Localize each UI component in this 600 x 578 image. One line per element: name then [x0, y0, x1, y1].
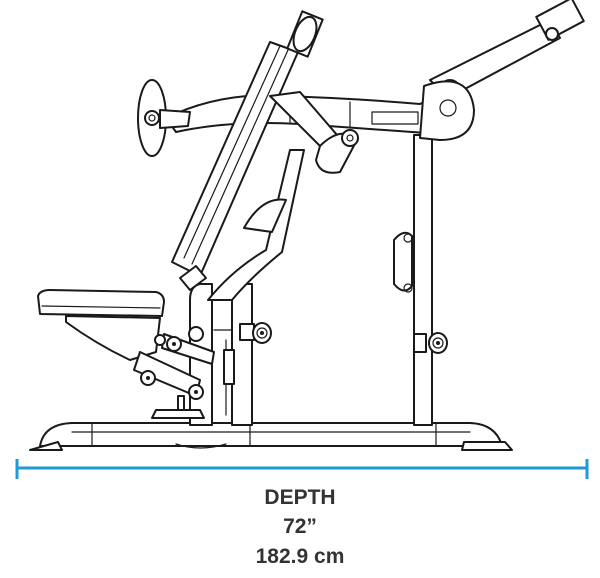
front-weight-horn — [239, 322, 272, 344]
press-column — [171, 10, 324, 291]
dimension-metric-value: 182.9 cm — [255, 545, 345, 568]
rear-weight-horn — [413, 332, 448, 354]
dimension-label: DEPTH — [264, 486, 336, 509]
machine-side-view-drawing — [29, 0, 585, 451]
base-frame — [29, 422, 513, 451]
rear-upright — [393, 134, 433, 426]
press-handles — [269, 91, 359, 174]
pivot-housing — [419, 80, 475, 141]
weight-plate-guard — [243, 198, 287, 233]
seat-linkage — [133, 326, 215, 419]
left-handle — [137, 79, 191, 157]
lever-arm — [165, 0, 585, 135]
depth-dimension-line — [15, 459, 589, 479]
dimension-imperial-value: 72” — [283, 515, 317, 538]
seat — [37, 289, 165, 361]
front-uprights — [189, 149, 305, 426]
